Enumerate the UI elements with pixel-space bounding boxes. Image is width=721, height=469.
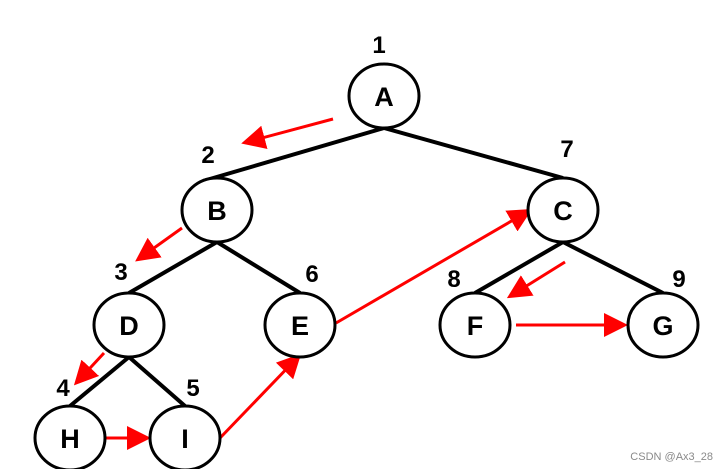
visit-order-i: 5: [186, 375, 199, 402]
node-label-a: A: [374, 82, 394, 112]
node-label-e: E: [291, 311, 309, 341]
node-g: [626, 291, 700, 359]
node-f: [438, 291, 512, 359]
edge-a-c: [383, 126, 564, 180]
visit-order-d: 3: [114, 259, 127, 286]
node-a: [347, 62, 421, 130]
edge-d-i: [127, 355, 187, 408]
tree-edges: [68, 126, 664, 408]
node-label-i: I: [181, 424, 189, 454]
node-i: [148, 404, 222, 469]
node-label-d: D: [119, 311, 139, 341]
traversal-arrow-e-c: [335, 208, 533, 325]
visit-order-f: 8: [447, 266, 460, 293]
traversal-arrow-a-b: [241, 117, 334, 149]
node-label-f: F: [467, 311, 484, 341]
visit-order-b: 2: [201, 142, 214, 169]
watermark: CSDN @Ax3_28: [630, 451, 713, 463]
node-b: [180, 176, 254, 244]
visit-order-a: 1: [372, 32, 385, 59]
edge-c-f: [473, 240, 565, 295]
visit-order-labels: 1 2 7 3 6 8 9 4 5: [56, 32, 685, 402]
node-e: [263, 291, 337, 359]
traversal-arrow-c-f: [506, 260, 566, 299]
node-label-c: C: [553, 196, 573, 226]
traversal-arrow-i-e: [218, 353, 302, 440]
node-label-b: B: [207, 196, 227, 226]
traversal-arrow-b-d: [135, 226, 183, 262]
node-label-g: G: [652, 311, 673, 341]
node-c: [526, 176, 600, 244]
visit-order-e: 6: [305, 261, 318, 288]
edge-c-g: [562, 240, 664, 295]
node-d: [92, 291, 166, 359]
edge-b-e: [215, 240, 302, 295]
node-label-h: H: [60, 424, 80, 454]
edge-a-b: [202, 126, 385, 183]
node-h: [33, 404, 107, 469]
traversal-arrow-d-h: [73, 351, 106, 386]
tree-nodes: A B C D E F G H I: [33, 62, 700, 469]
visit-order-h: 4: [56, 375, 70, 402]
edge-b-d: [127, 240, 219, 295]
visit-order-g: 9: [672, 266, 685, 293]
visit-order-c: 7: [560, 136, 573, 163]
edge-d-h: [68, 355, 131, 408]
traversal-arrows: [73, 117, 628, 450]
